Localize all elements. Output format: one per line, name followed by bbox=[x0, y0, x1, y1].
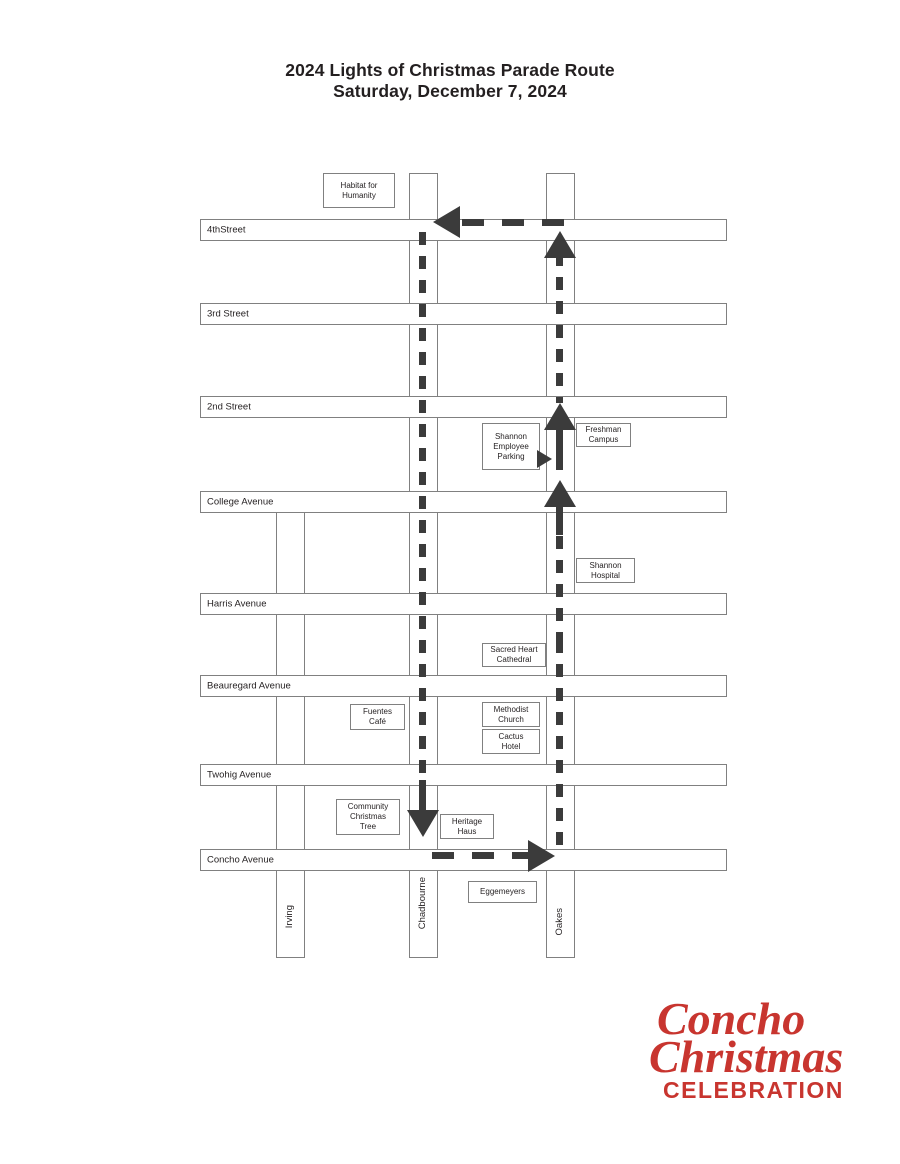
horizontal-street-3rd-street: 3rd Street bbox=[200, 303, 727, 325]
route-arrow-up-2nd-street bbox=[544, 403, 576, 430]
concho-christmas-celebration-logo: Concho Christmas CELEBRATION bbox=[645, 990, 860, 1110]
route-arrow-up-college bbox=[544, 480, 576, 507]
route-arrow-left-4th-street bbox=[433, 206, 460, 238]
route-dash-oakes-mid bbox=[556, 536, 563, 640]
landmark-cactus-hotel: Cactus Hotel bbox=[482, 729, 540, 754]
landmark-sacred-heart-cathedral: Sacred Heart Cathedral bbox=[482, 643, 546, 667]
landmark-methodist-church: Methodist Church bbox=[482, 702, 540, 727]
street-label-concho-avenue: Concho Avenue bbox=[207, 854, 274, 866]
route-dash-oakes-upper bbox=[556, 253, 563, 403]
landmark-shannon-hospital: Shannon Hospital bbox=[576, 558, 635, 583]
horizontal-street-beauregard-avenue: Beauregard Avenue bbox=[200, 675, 727, 697]
street-label-irving: Irving bbox=[284, 905, 295, 929]
route-dash-oakes-lower bbox=[556, 640, 563, 852]
landmark-habitat-for-humanity: Habitat for Humanity bbox=[323, 173, 395, 208]
horizontal-street-college-avenue: College Avenue bbox=[200, 491, 727, 513]
route-shaft-oakes-college bbox=[556, 505, 563, 535]
street-label-4th-street: 4thStreet bbox=[207, 224, 246, 236]
route-shaft-chadbourne-lower bbox=[419, 780, 426, 810]
route-arrow-down-concho bbox=[407, 810, 439, 837]
horizontal-street-concho-avenue: Concho Avenue bbox=[200, 849, 727, 871]
street-label-3rd-street: 3rd Street bbox=[207, 308, 249, 320]
route-shaft-oakes-2nd bbox=[556, 428, 563, 470]
route-dash-concho-avenue bbox=[432, 852, 534, 859]
street-label-chadbourne: Chadbourne bbox=[417, 877, 428, 930]
title-line-1: 2024 Lights of Christmas Parade Route bbox=[285, 60, 615, 80]
landmark-heritage-haus: Heritage Haus bbox=[440, 814, 494, 839]
landmark-freshman-campus: Freshman Campus bbox=[576, 423, 631, 447]
horizontal-street-twohig-avenue: Twohig Avenue bbox=[200, 764, 727, 786]
landmark-eggemeyers: Eggemeyers bbox=[468, 881, 537, 903]
street-label-college-avenue: College Avenue bbox=[207, 496, 274, 508]
logo-word-christmas: Christmas bbox=[649, 1031, 843, 1082]
horizontal-street-harris-avenue: Harris Avenue bbox=[200, 593, 727, 615]
route-arrow-right-concho bbox=[528, 840, 555, 872]
street-label-harris-avenue: Harris Avenue bbox=[207, 598, 267, 610]
route-arrow-up-4th-street bbox=[544, 231, 576, 258]
logo-word-celebration: CELEBRATION bbox=[663, 1077, 844, 1103]
logo-artwork: Concho Christmas CELEBRATION bbox=[648, 992, 844, 1103]
street-label-oakes: Oakes bbox=[554, 908, 565, 936]
street-label-twohig-avenue: Twohig Avenue bbox=[207, 769, 272, 781]
route-arrow-parking-exit bbox=[537, 450, 552, 468]
route-dash-chadbourne bbox=[419, 232, 426, 797]
horizontal-street-2nd-street: 2nd Street bbox=[200, 396, 727, 418]
landmark-community-christmas-tree: Community Christmas Tree bbox=[336, 799, 400, 835]
route-dash-4th-street bbox=[462, 219, 568, 226]
title-line-2: Saturday, December 7, 2024 bbox=[333, 81, 567, 101]
logo-word-concho: Concho bbox=[657, 993, 805, 1044]
landmark-shannon-employee-parking: Shannon Employee Parking bbox=[482, 423, 540, 470]
street-label-beauregard-avenue: Beauregard Avenue bbox=[207, 680, 291, 692]
street-label-2nd-street: 2nd Street bbox=[207, 401, 251, 413]
page-title: 2024 Lights of Christmas Parade Route Sa… bbox=[0, 60, 900, 102]
landmark-fuentes-cafe: Fuentes Café bbox=[350, 704, 405, 730]
vertical-street-irving bbox=[276, 491, 305, 958]
